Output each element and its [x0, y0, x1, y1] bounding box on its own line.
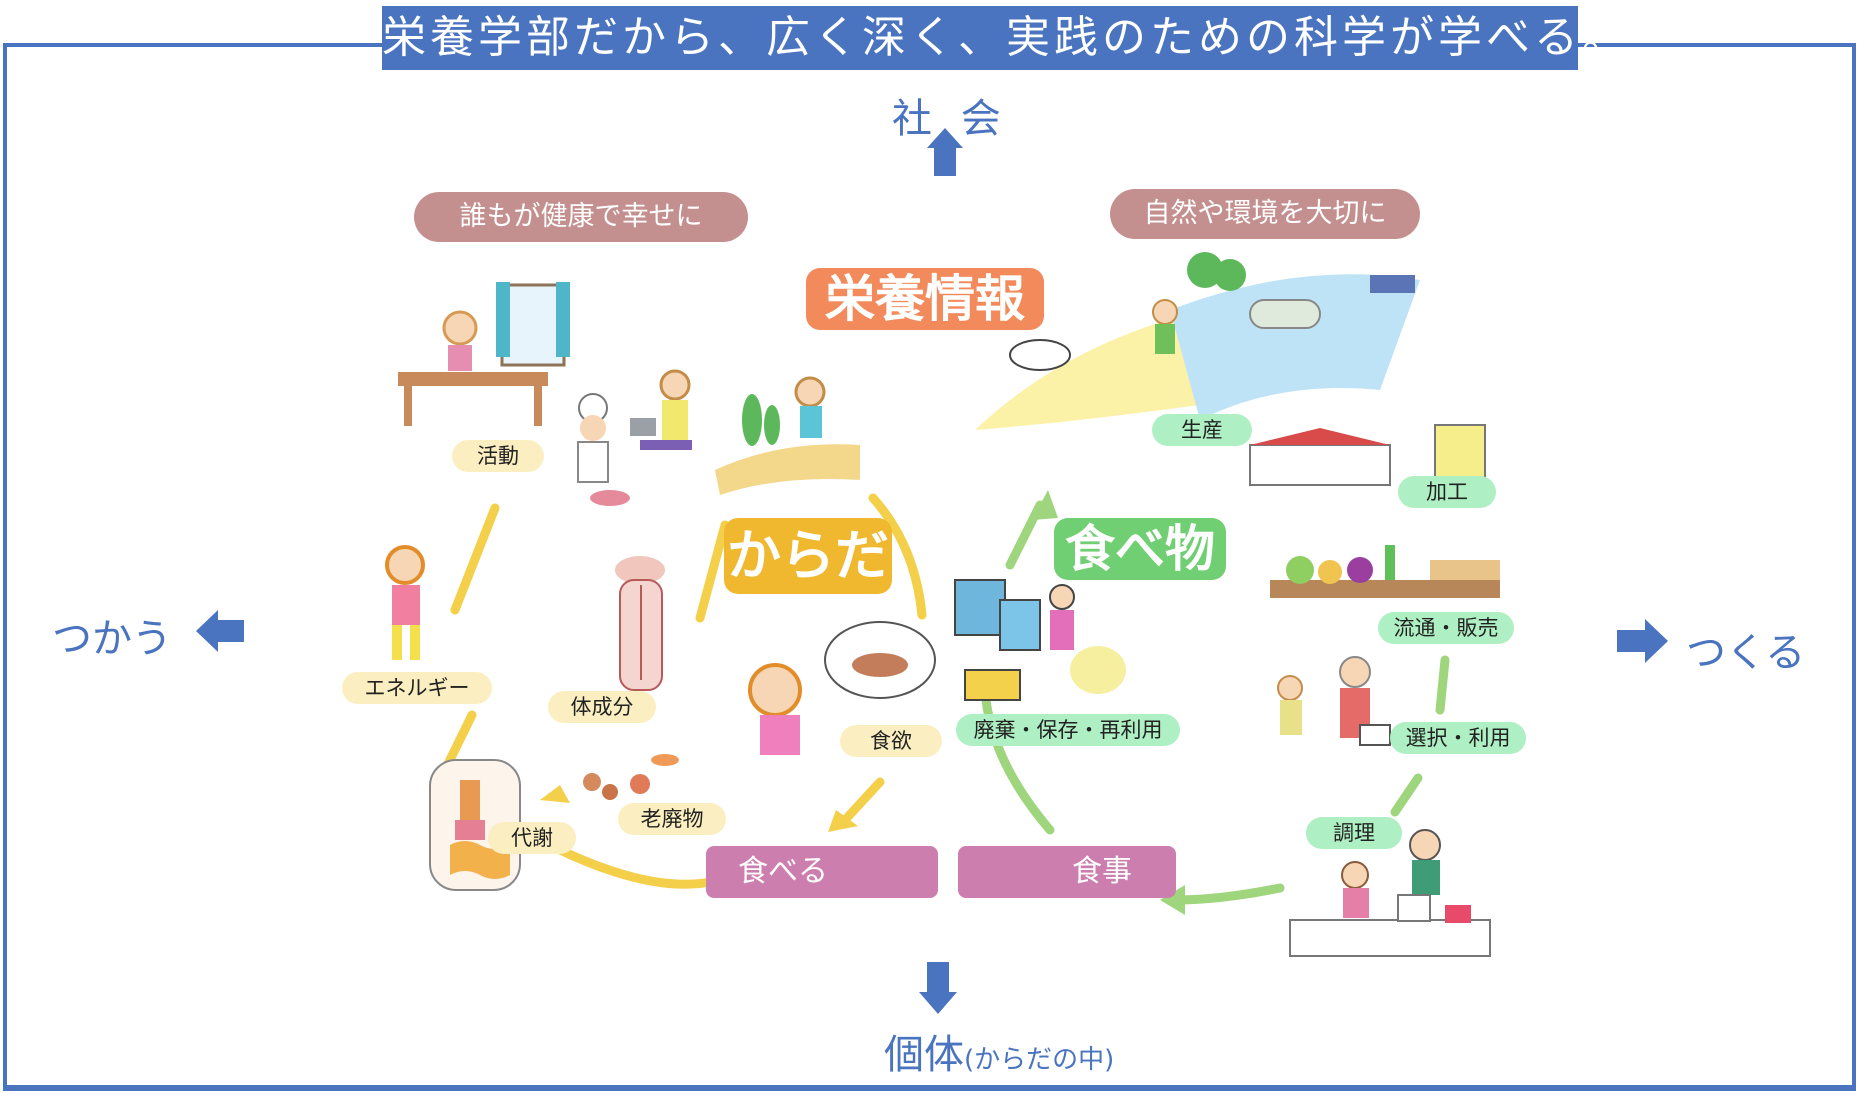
label-metabolism: 代謝	[488, 822, 576, 854]
illustration-runner	[715, 376, 860, 495]
label-eat: 食べる	[706, 846, 938, 898]
illustration-market-stall	[1270, 545, 1500, 598]
goal-health-happiness: 誰もが健康で幸せに	[414, 192, 748, 242]
label-distribution-sales: 流通・販売	[1378, 612, 1514, 644]
illustration-disposal	[954, 579, 1126, 701]
illustration-waste	[583, 754, 679, 800]
illustration-farm-field	[975, 252, 1420, 430]
label-body-composition: 体成分	[548, 691, 656, 723]
label-activity: 活動	[452, 440, 544, 472]
axis-right-arrow-icon	[1617, 619, 1668, 663]
label-processing: 加工	[1398, 476, 1496, 508]
food-arrow-head-icon	[1032, 490, 1058, 520]
label-energy: エネルギー	[342, 672, 492, 704]
label-waste: 老廃物	[618, 803, 726, 835]
axis-down-arrow-icon	[919, 962, 957, 1014]
illustration-cook	[577, 393, 630, 506]
label-food: 食べ物	[1054, 518, 1226, 580]
label-appetite: 食欲	[840, 725, 942, 757]
label-cooking: 調理	[1306, 817, 1402, 849]
food-arrow-head-icon	[1160, 885, 1185, 915]
axis-label-individual-main: 個体	[884, 1032, 964, 1078]
body-arrow-head-icon	[828, 810, 858, 832]
illustration-cooking-kitchen	[1289, 829, 1491, 957]
label-production: 生産	[1152, 414, 1252, 446]
body-arrow-head-icon	[540, 785, 570, 803]
illustration-shopping-family	[1277, 656, 1391, 746]
axis-label-use: つかう	[52, 616, 172, 662]
axis-label-make: つくる	[1686, 630, 1806, 676]
illustration-anatomy	[615, 556, 665, 691]
illustration-appetite-child	[748, 621, 936, 755]
label-selection-use: 選択・利用	[1390, 722, 1526, 754]
axis-left-arrow-icon	[196, 610, 244, 652]
illustration-energetic-child	[385, 545, 425, 660]
label-meal: 食事	[958, 846, 1176, 898]
illustration-factory	[1249, 424, 1486, 486]
page-title: 栄養学部だから、広く深く、実践のための科学が学べる。	[382, 6, 1626, 70]
axis-up-arrow-icon	[927, 128, 963, 176]
label-nutrition-info: 栄養情報	[806, 268, 1044, 330]
axis-label-individual: 個体(からだの中)	[884, 1022, 1114, 1080]
goal-nature-environment: 自然や環境を大切に	[1110, 189, 1420, 239]
axis-label-individual-sub: (からだの中)	[964, 1045, 1115, 1075]
label-body: からだ	[724, 518, 892, 594]
illustration-laptop-user	[630, 369, 692, 450]
axis-label-society: 社 会	[892, 96, 1009, 142]
illustration-desk-work	[398, 282, 570, 426]
label-disposal-storage-reuse: 廃棄・保存・再利用	[956, 714, 1180, 746]
illustration-digestive-system	[429, 759, 521, 891]
